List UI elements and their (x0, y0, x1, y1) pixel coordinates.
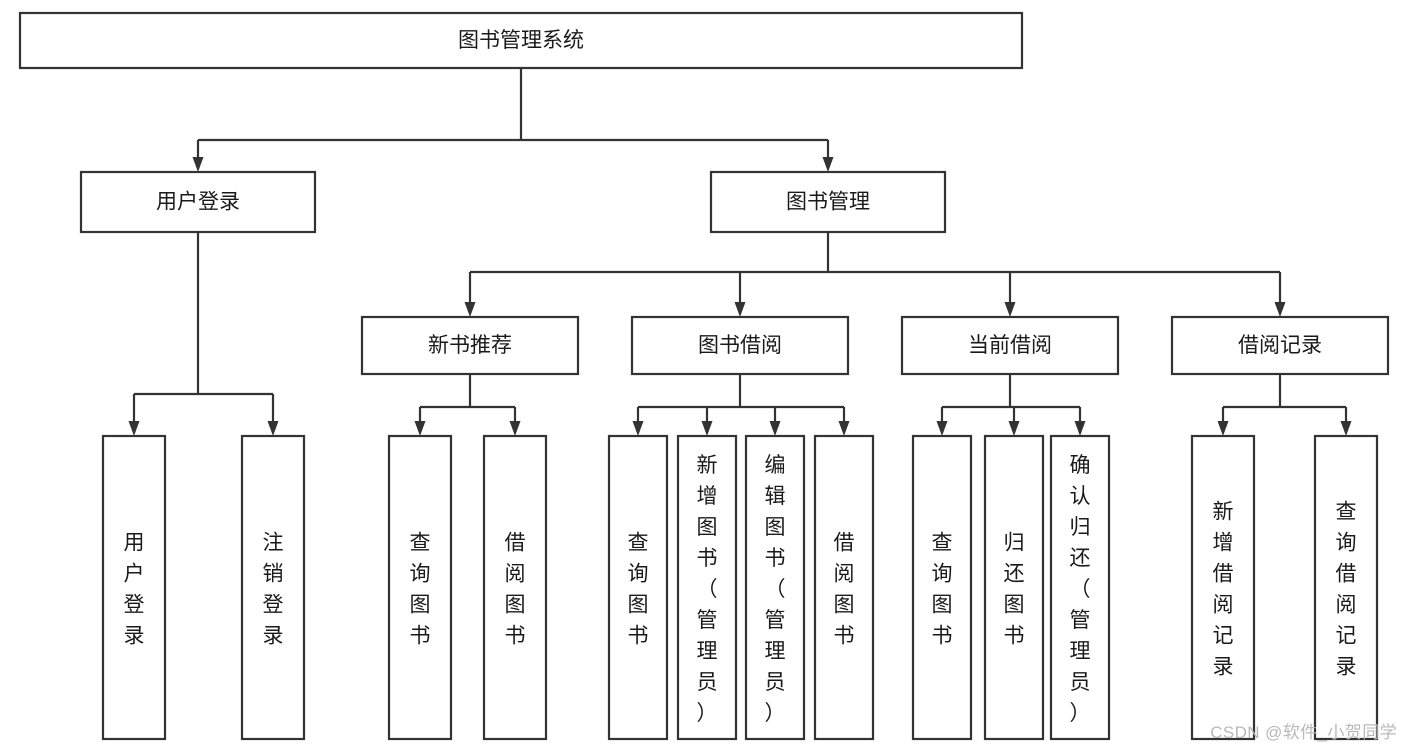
node-box-leaf-query-book-borrow[interactable] (607, 434, 669, 741)
node-root[interactable]: 图书管理系统 (18, 11, 1024, 70)
node-box-new-book-recommend[interactable] (360, 315, 580, 376)
node-leaf-user-login[interactable]: 用户登录 (101, 434, 167, 741)
connector-book-manage-to-level3 (464, 232, 1286, 317)
node-label-leaf-confirm-return-admin: 确认归还（管理员） (1070, 454, 1091, 725)
node-leaf-logout-login[interactable]: 注销登录 (240, 434, 306, 741)
node-leaf-query-book-current[interactable]: 查询图书 (911, 434, 973, 741)
node-leaf-borrow-book-recommend[interactable]: 借阅图书 (482, 434, 548, 741)
node-label-leaf-query-book-current: 查询图书 (932, 532, 953, 648)
arrow-head-icon (1008, 421, 1020, 436)
node-leaf-return-book[interactable]: 归还图书 (983, 434, 1045, 741)
node-label-current-borrow: 当前借阅 (968, 334, 1052, 357)
arrow-head-icon (267, 421, 279, 436)
node-leaf-query-borrow-record[interactable]: 查询借阅记录 (1313, 434, 1379, 741)
node-borrow-record[interactable]: 借阅记录 (1170, 315, 1390, 376)
arrow-head-icon (1340, 421, 1352, 436)
connectors-layer (128, 68, 1352, 436)
node-label-book-manage: 图书管理 (786, 191, 870, 214)
node-box-root[interactable] (18, 11, 1024, 70)
node-leaf-confirm-return-admin[interactable]: 确认归还（管理员） (1049, 434, 1111, 741)
arrow-head-icon (734, 302, 746, 317)
node-box-leaf-edit-book-admin[interactable] (744, 434, 806, 741)
node-label-book-borrow: 图书借阅 (698, 334, 782, 357)
arrow-head-icon (192, 157, 204, 172)
node-box-leaf-confirm-return-admin[interactable] (1049, 434, 1111, 741)
node-label-leaf-add-book-admin: 新增图书（管理员） (697, 454, 718, 725)
connector-book-borrow-to-leaves (632, 374, 850, 436)
node-box-leaf-add-book-admin[interactable] (676, 434, 738, 741)
node-box-borrow-record[interactable] (1170, 315, 1390, 376)
arrow-head-icon (1217, 421, 1229, 436)
connector-user-login-to-leaves (128, 232, 279, 436)
arrow-head-icon (936, 421, 948, 436)
arrow-head-icon (822, 157, 834, 172)
arrow-head-icon (509, 421, 521, 436)
node-leaf-query-book-recommend[interactable]: 查询图书 (387, 434, 453, 741)
node-label-leaf-borrow-book-recommend: 借阅图书 (505, 532, 526, 648)
arrow-head-icon (414, 421, 426, 436)
arrow-head-icon (701, 421, 713, 436)
node-label-leaf-borrow-book: 借阅图书 (834, 532, 855, 648)
node-box-leaf-return-book[interactable] (983, 434, 1045, 741)
node-leaf-add-borrow-record[interactable]: 新增借阅记录 (1190, 434, 1256, 741)
connector-root-to-level2 (192, 68, 834, 172)
node-label-borrow-record: 借阅记录 (1238, 334, 1322, 357)
node-box-leaf-logout-login[interactable] (240, 434, 306, 741)
connector-borrow-record-to-leaves (1217, 374, 1352, 436)
arrow-head-icon (1004, 302, 1016, 317)
node-box-leaf-query-borrow-record[interactable] (1313, 434, 1379, 741)
node-user-login[interactable]: 用户登录 (79, 170, 317, 234)
node-book-manage[interactable]: 图书管理 (709, 170, 947, 234)
nodes-layer: 图书管理系统用户登录图书管理新书推荐图书借阅当前借阅借阅记录用户登录注销登录查询… (18, 11, 1390, 741)
node-box-book-manage[interactable] (709, 170, 947, 234)
node-book-borrow[interactable]: 图书借阅 (630, 315, 850, 376)
arrow-head-icon (128, 421, 140, 436)
arrow-head-icon (838, 421, 850, 436)
node-box-leaf-query-book-current[interactable] (911, 434, 973, 741)
node-label-leaf-logout-login: 注销登录 (263, 532, 284, 648)
arrow-head-icon (769, 421, 781, 436)
node-box-user-login[interactable] (79, 170, 317, 234)
node-new-book-recommend[interactable]: 新书推荐 (360, 315, 580, 376)
node-label-leaf-edit-book-admin: 编辑图书（管理员） (765, 454, 786, 725)
arrow-head-icon (632, 421, 644, 436)
node-box-leaf-query-book-recommend[interactable] (387, 434, 453, 741)
node-label-leaf-query-borrow-record: 查询借阅记录 (1336, 501, 1357, 679)
node-label-leaf-query-book-recommend: 查询图书 (410, 532, 431, 648)
node-box-book-borrow[interactable] (630, 315, 850, 376)
node-label-leaf-user-login: 用户登录 (124, 532, 145, 648)
node-label-root: 图书管理系统 (458, 29, 584, 52)
arrow-head-icon (1074, 421, 1086, 436)
node-leaf-borrow-book[interactable]: 借阅图书 (813, 434, 875, 741)
node-leaf-query-book-borrow[interactable]: 查询图书 (607, 434, 669, 741)
node-leaf-add-book-admin[interactable]: 新增图书（管理员） (676, 434, 738, 741)
node-box-leaf-borrow-book-recommend[interactable] (482, 434, 548, 741)
arrow-head-icon (1274, 302, 1286, 317)
arrow-head-icon (464, 302, 476, 317)
node-box-leaf-add-borrow-record[interactable] (1190, 434, 1256, 741)
connector-current-borrow-to-leaves (936, 374, 1086, 436)
node-label-leaf-query-book-borrow: 查询图书 (628, 532, 649, 648)
node-box-leaf-borrow-book[interactable] (813, 434, 875, 741)
node-box-leaf-user-login[interactable] (101, 434, 167, 741)
node-label-new-book-recommend: 新书推荐 (428, 334, 512, 357)
node-current-borrow[interactable]: 当前借阅 (900, 315, 1120, 376)
node-label-user-login: 用户登录 (156, 191, 240, 214)
node-box-current-borrow[interactable] (900, 315, 1120, 376)
node-label-leaf-return-book: 归还图书 (1004, 532, 1025, 648)
connector-new-book-recommend-to-leaves (414, 374, 521, 436)
node-label-leaf-add-borrow-record: 新增借阅记录 (1213, 501, 1234, 679)
node-leaf-edit-book-admin[interactable]: 编辑图书（管理员） (744, 434, 806, 741)
